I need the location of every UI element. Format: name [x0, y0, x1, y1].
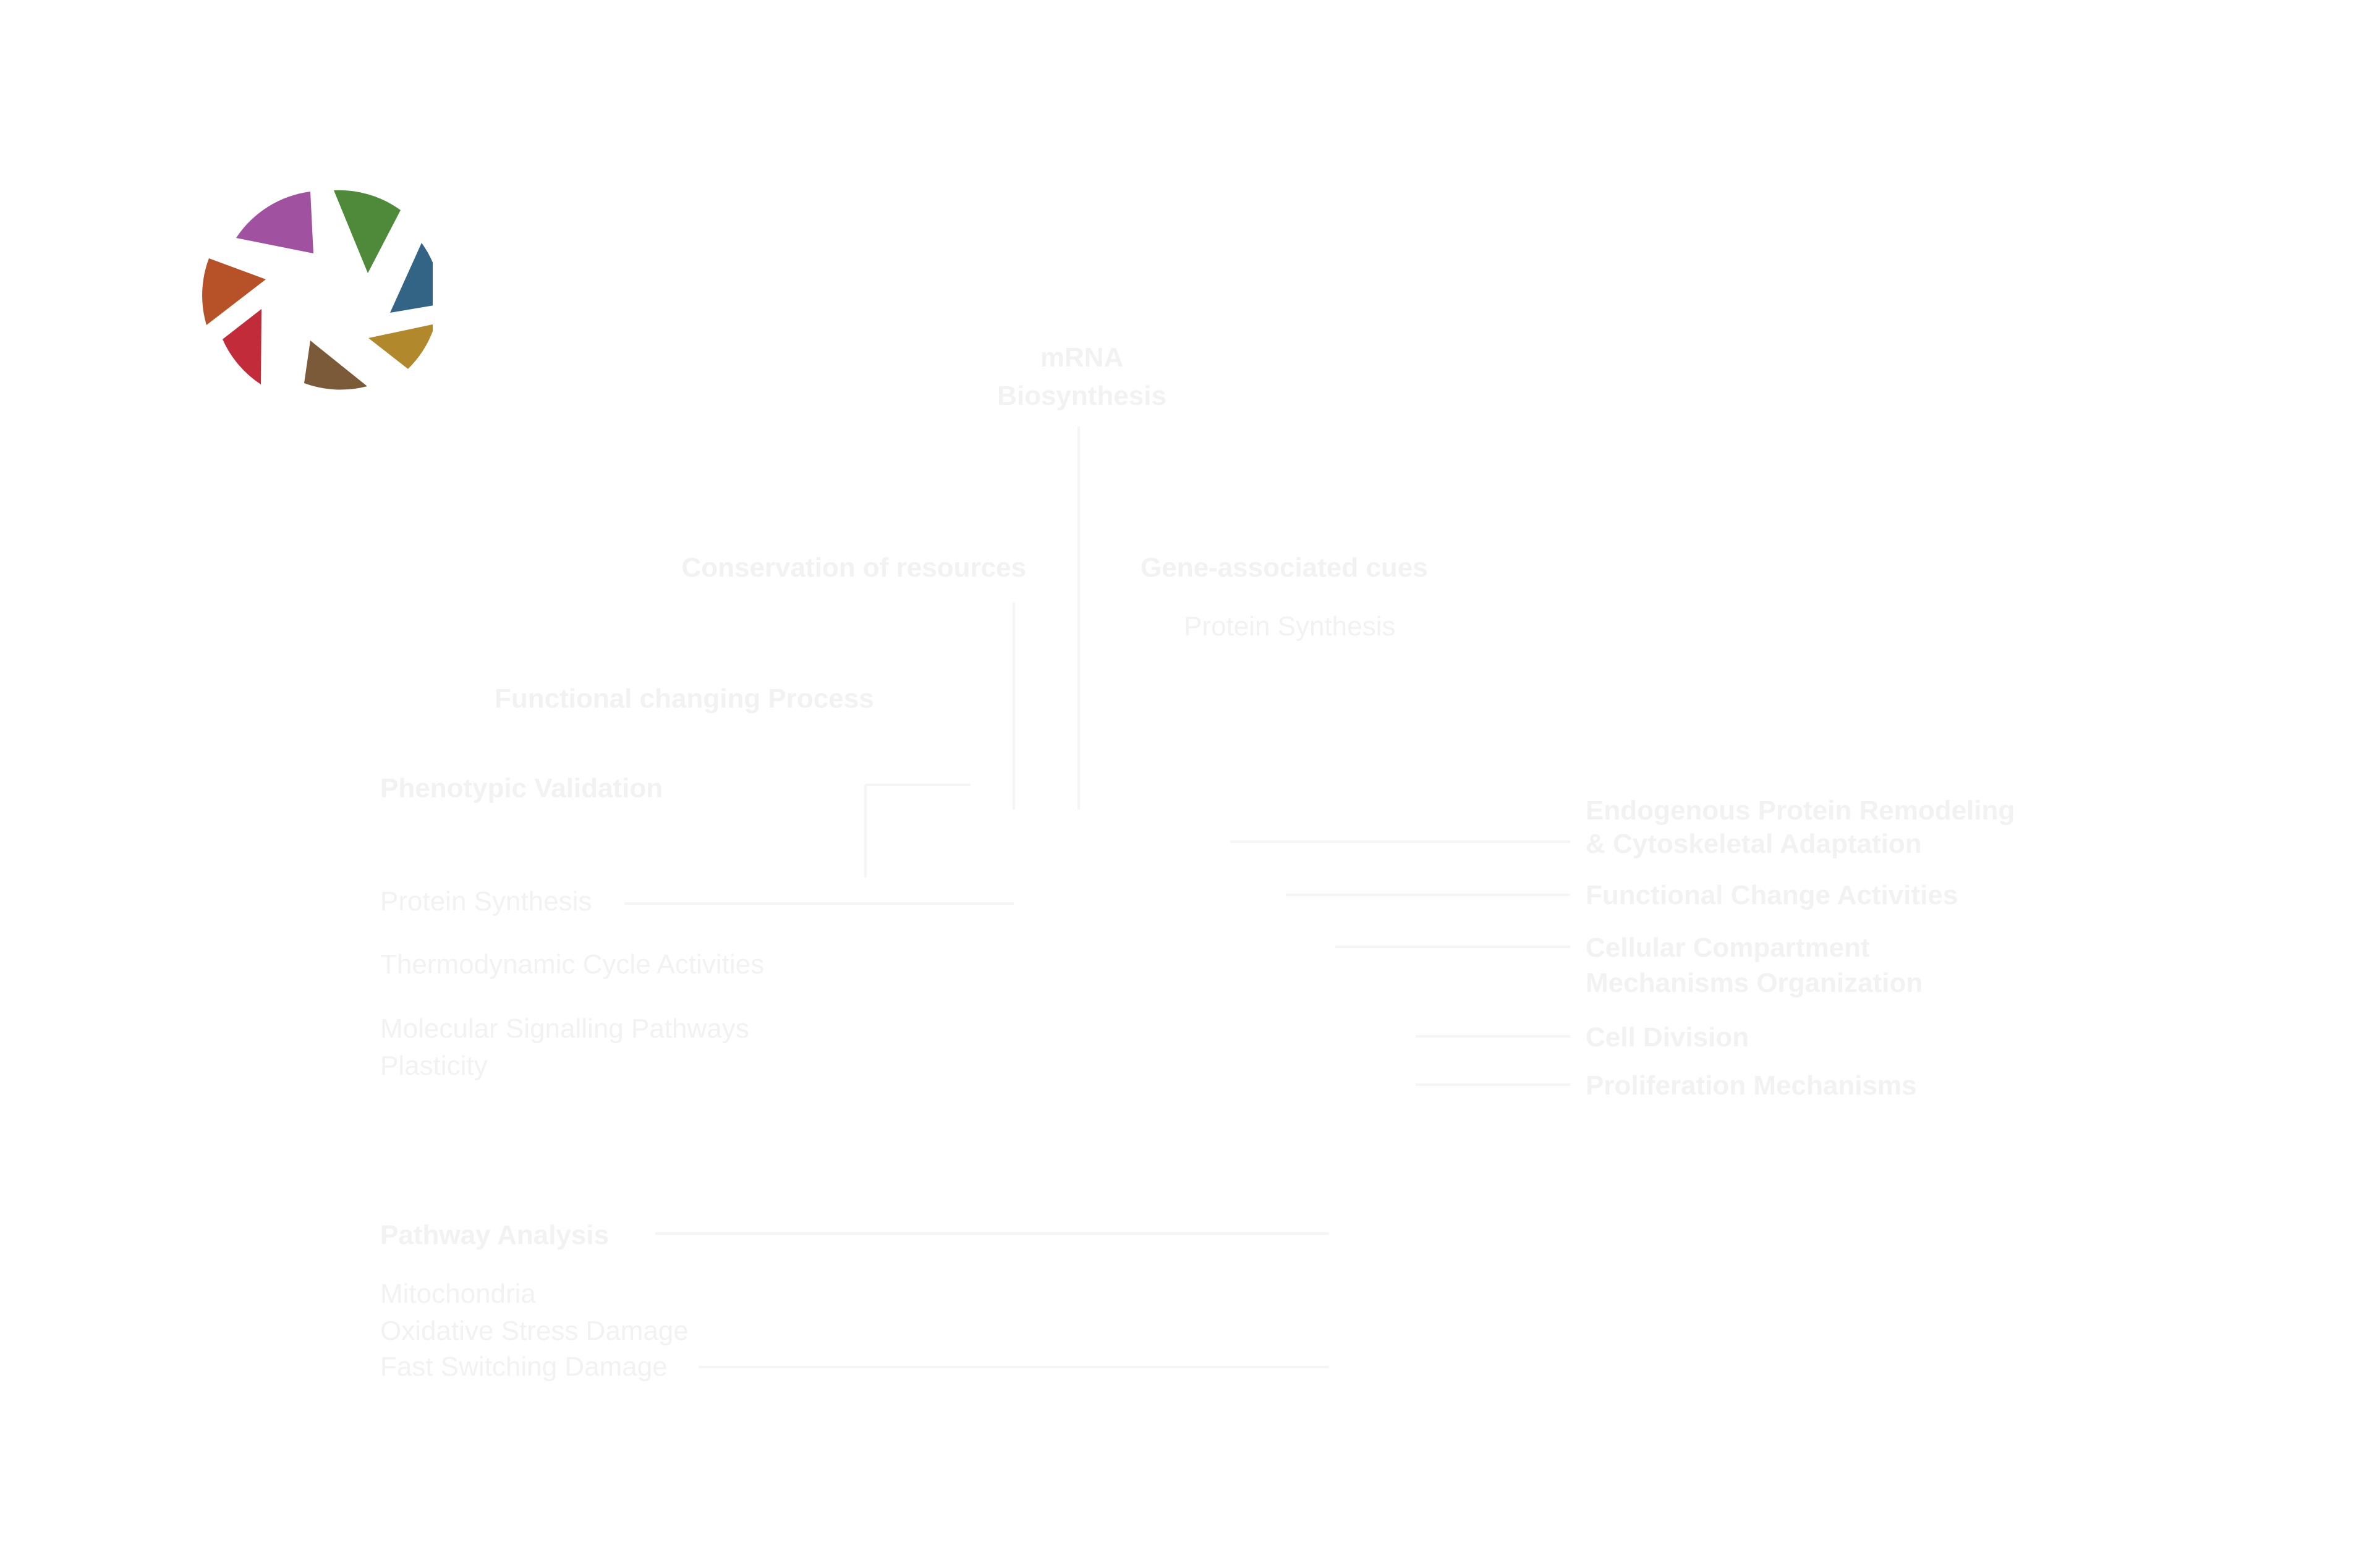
root-node-line2: Biosynthesis: [997, 381, 1167, 411]
left-item-3-line2: Plasticity: [380, 1051, 488, 1081]
bottom-panel-line-2: Oxidative Stress Damage: [380, 1316, 689, 1346]
right-outcome-4: Cell Division: [1586, 1022, 1749, 1052]
right-outcome-3-line2: Mechanisms Organization: [1586, 968, 1923, 998]
left-item-1: Protein Synthesis: [380, 886, 592, 916]
right-outcome-1-line2: & Cytoskeletal Adaptation: [1586, 829, 1922, 859]
right-branch-header: Gene-associated cues: [1141, 552, 1428, 583]
left-item-3-line1: Molecular Signalling Pathways: [380, 1014, 749, 1044]
logo-segment-yellow: [368, 324, 433, 369]
left-branch-sub-header: Functional changing Process: [495, 684, 874, 714]
logo-segment-purple: [236, 192, 313, 253]
left-item-2: Thermodynamic Cycle Activities: [380, 949, 765, 980]
logo-segment-green: [334, 190, 401, 273]
aperture-logo-icon: [202, 190, 433, 390]
root-node-line1: mRNA: [1040, 342, 1124, 373]
left-branch-header: Conservation of resources: [681, 552, 1027, 583]
bottom-panel-header: Pathway Analysis: [380, 1220, 610, 1250]
right-outcome-5: Proliferation Mechanisms: [1586, 1070, 1917, 1101]
right-outcome-1-line1: Endogenous Protein Remodeling: [1586, 795, 2015, 826]
bottom-panel-line-1: Mitochondria: [380, 1279, 536, 1309]
bottom-panel-line-3: Fast Switching Damage: [380, 1352, 668, 1382]
logo-segment-red: [223, 309, 261, 384]
left-branch-level-label: Phenotypic Validation: [380, 773, 663, 803]
logo-segment-orange: [202, 258, 266, 325]
right-branch-sub-label: Protein Synthesis: [1184, 611, 1396, 641]
right-outcome-2: Functional Change Activities: [1586, 880, 1958, 910]
logo-segment-blue: [390, 243, 433, 313]
right-outcome-3-line1: Cellular Compartment: [1586, 933, 1870, 963]
logo-segment-brown: [304, 341, 367, 390]
